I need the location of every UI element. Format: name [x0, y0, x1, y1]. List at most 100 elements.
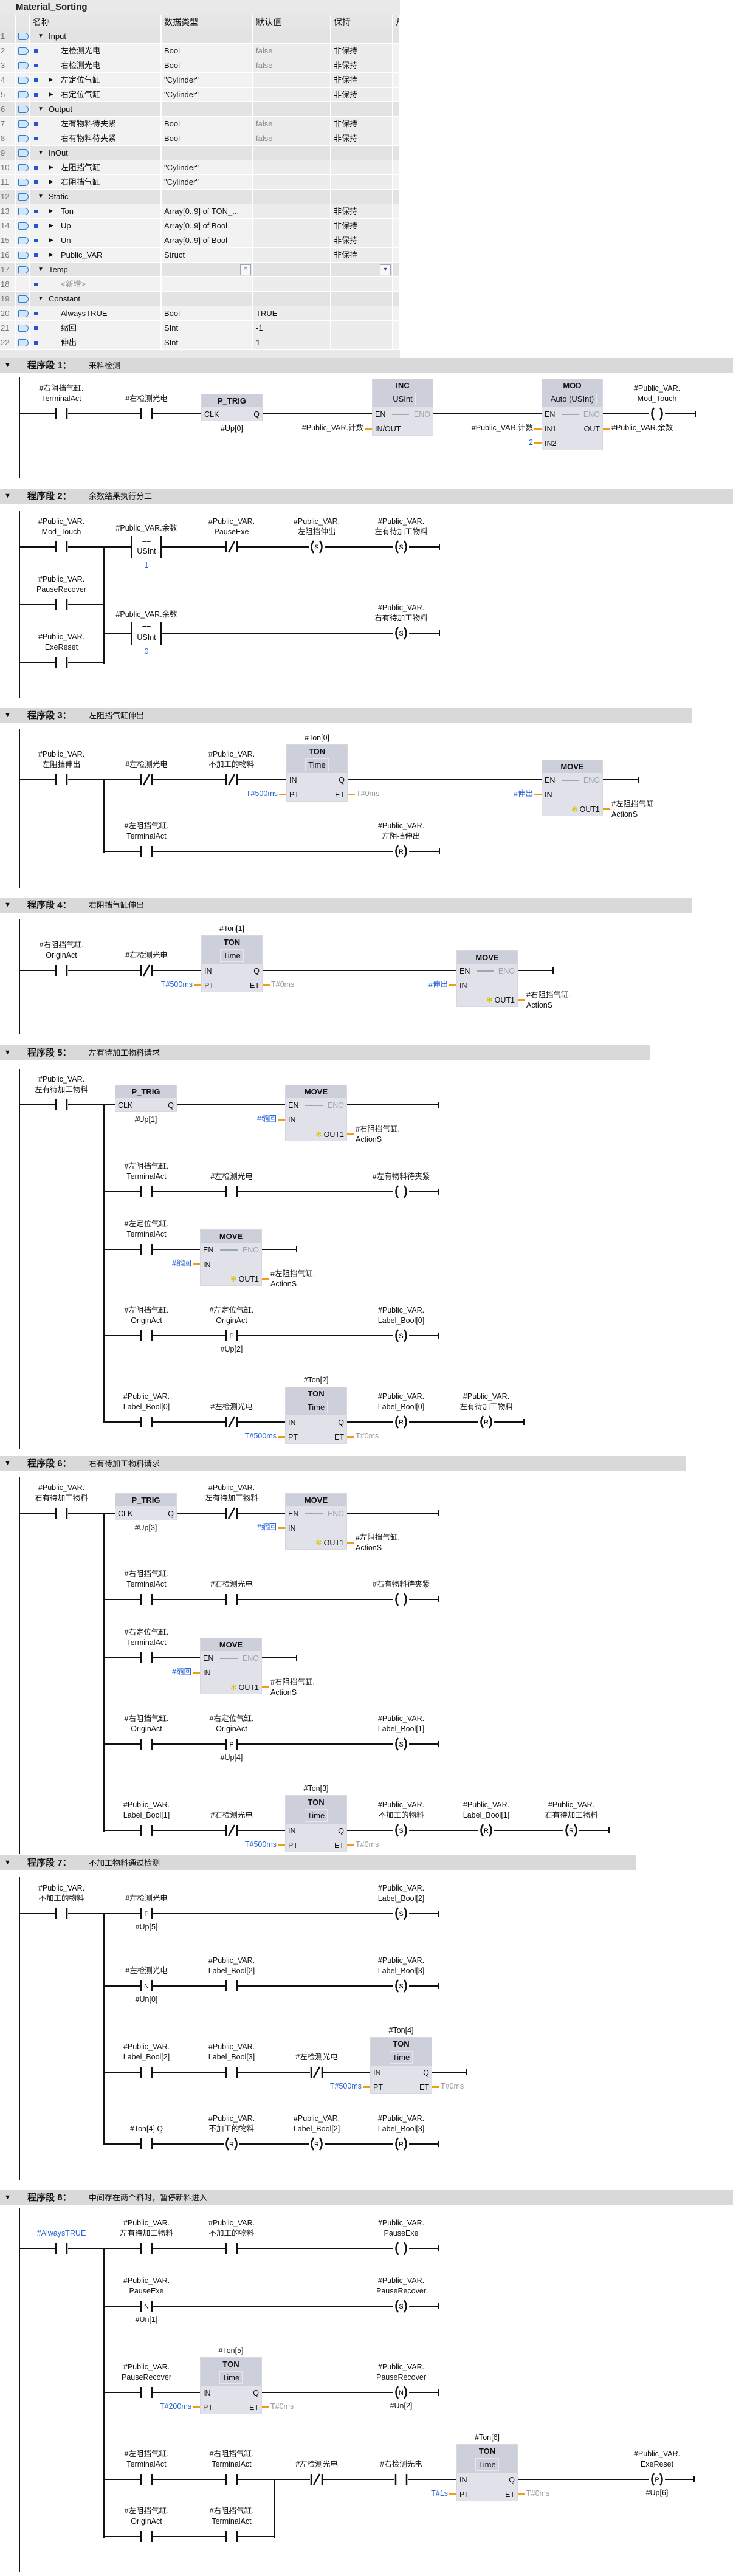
input-value[interactable]: #缩回	[257, 1523, 277, 1531]
default-cell[interactable]	[253, 248, 331, 262]
coil[interactable]	[389, 1184, 413, 1199]
normally-open-contact[interactable]	[49, 1097, 74, 1112]
box-datatype[interactable]: Time	[389, 2051, 413, 2064]
normally-open-contact[interactable]	[134, 1823, 159, 1838]
retain-cell[interactable]	[331, 146, 393, 160]
input-value[interactable]: T#1s	[431, 2489, 448, 2498]
datatype-cell[interactable]: Array[0..9] of Bool	[162, 219, 253, 233]
coil-p[interactable]: P	[645, 2472, 669, 2487]
datatype-cell[interactable]	[162, 190, 253, 204]
coil-r[interactable]: R	[474, 1415, 498, 1429]
normally-open-contact[interactable]	[49, 772, 74, 787]
expanded-triangle-icon[interactable]: ▼	[38, 106, 44, 112]
default-cell[interactable]	[253, 102, 331, 116]
name-cell[interactable]: 右检测光电	[30, 58, 162, 72]
collapse-triangle-icon[interactable]: ▼	[4, 712, 11, 719]
datatype-cell[interactable]: Array[0..9] of Bool	[162, 233, 253, 247]
normally-open-contact[interactable]	[134, 1242, 159, 1257]
retain-cell[interactable]	[331, 102, 393, 116]
normally-open-contact[interactable]	[134, 1650, 159, 1665]
network-title[interactable]: 余数结果执行分工	[89, 492, 153, 501]
datatype-cell[interactable]	[162, 292, 253, 306]
name-cell[interactable]: 左有物料待夹紧	[30, 117, 162, 131]
name-cell[interactable]: ▶Ton	[30, 204, 162, 218]
coil-s[interactable]: S	[389, 1906, 413, 1921]
collapse-triangle-icon[interactable]: ▼	[4, 1460, 11, 1467]
collapsed-triangle-icon[interactable]: ▶	[49, 208, 53, 215]
name-cell[interactable]: 左检测光电	[30, 44, 162, 58]
default-cell[interactable]	[253, 233, 331, 247]
network-title[interactable]: 不加工物料通过检测	[89, 1858, 160, 1867]
normally-open-contact[interactable]	[219, 2065, 244, 2080]
normally-open-contact[interactable]	[134, 1184, 159, 1199]
coil-r[interactable]: R	[389, 844, 413, 859]
name-cell[interactable]: ▼Static	[30, 190, 162, 204]
normally-closed-contact[interactable]	[305, 2472, 329, 2487]
output-value[interactable]: T#0ms	[270, 2402, 294, 2412]
negative-edge-contact[interactable]: N	[134, 2299, 159, 2313]
name-cell[interactable]: 缩回	[30, 321, 162, 335]
datatype-cell[interactable]: Bool	[162, 306, 253, 320]
retain-cell[interactable]: 非保持	[331, 233, 393, 247]
input-value[interactable]: T#500ms	[244, 1840, 277, 1849]
coil[interactable]	[645, 407, 669, 421]
coil-r[interactable]: R	[305, 2137, 329, 2151]
input-value[interactable]: #伸出	[514, 789, 533, 798]
default-cell[interactable]: false	[253, 44, 331, 58]
input-value[interactable]: #缩回	[172, 1259, 191, 1268]
network-title[interactable]: 来料检测	[89, 361, 121, 370]
coil-r[interactable]: R	[389, 1415, 413, 1429]
datatype-cell[interactable]: "Cylinder"	[162, 175, 253, 189]
normally-closed-contact[interactable]	[305, 2065, 329, 2080]
collapsed-triangle-icon[interactable]: ▶	[49, 164, 53, 171]
output-value[interactable]: T#0ms	[526, 2488, 549, 2499]
retain-cell[interactable]	[331, 175, 393, 189]
box-datatype[interactable]: Auto (USInt)	[547, 393, 597, 405]
input-value[interactable]: T#500ms	[329, 2082, 362, 2090]
normally-open-contact[interactable]	[389, 2472, 413, 2487]
network-header[interactable]: ▼程序段 6：右有待加工物料请求	[0, 1456, 686, 1471]
name-cell[interactable]: ▶右定位气缸	[30, 88, 162, 101]
input-value[interactable]: #Public_VAR.计数	[471, 424, 533, 432]
table-row[interactable]: 19▼Constant	[0, 292, 400, 306]
normally-open-contact[interactable]	[134, 1328, 159, 1343]
datatype-cell[interactable]: SInt	[162, 321, 253, 335]
retain-cell[interactable]	[331, 29, 393, 43]
table-row[interactable]: 10▶左阻挡气缸"Cylinder"	[0, 160, 400, 175]
collapse-triangle-icon[interactable]: ▼	[4, 1049, 11, 1056]
coil-s[interactable]: S	[305, 540, 329, 554]
datatype-cell[interactable]: Struct	[162, 248, 253, 262]
retain-cell[interactable]: 非保持	[331, 248, 393, 262]
column-header[interactable]: 数据类型	[162, 15, 253, 29]
normally-closed-contact[interactable]	[219, 1415, 244, 1429]
expanded-triangle-icon[interactable]: ▼	[38, 33, 44, 39]
normally-open-contact[interactable]	[49, 540, 74, 554]
normally-open-contact[interactable]	[49, 1506, 74, 1520]
collapse-triangle-icon[interactable]: ▼	[4, 2194, 11, 2201]
name-cell[interactable]: ▶Un	[30, 233, 162, 247]
default-cell[interactable]	[253, 263, 331, 276]
coil-s[interactable]: S	[389, 1823, 413, 1838]
coil-s[interactable]: S	[389, 626, 413, 641]
default-cell[interactable]: TRUE	[253, 306, 331, 320]
name-cell[interactable]: ▼Constant	[30, 292, 162, 306]
network-title[interactable]: 右有待加工物料请求	[89, 1459, 160, 1468]
input-value[interactable]: #缩回	[172, 1668, 191, 1676]
column-header[interactable]: 从	[393, 15, 400, 29]
datatype-cell[interactable]: Bool	[162, 44, 253, 58]
datatype-cell[interactable]	[162, 277, 253, 291]
normally-open-contact[interactable]	[219, 1184, 244, 1199]
compare-equal-box[interactable]: ==USInt	[131, 536, 162, 558]
default-cell[interactable]	[253, 146, 331, 160]
retain-cell[interactable]: ▾	[331, 263, 393, 276]
